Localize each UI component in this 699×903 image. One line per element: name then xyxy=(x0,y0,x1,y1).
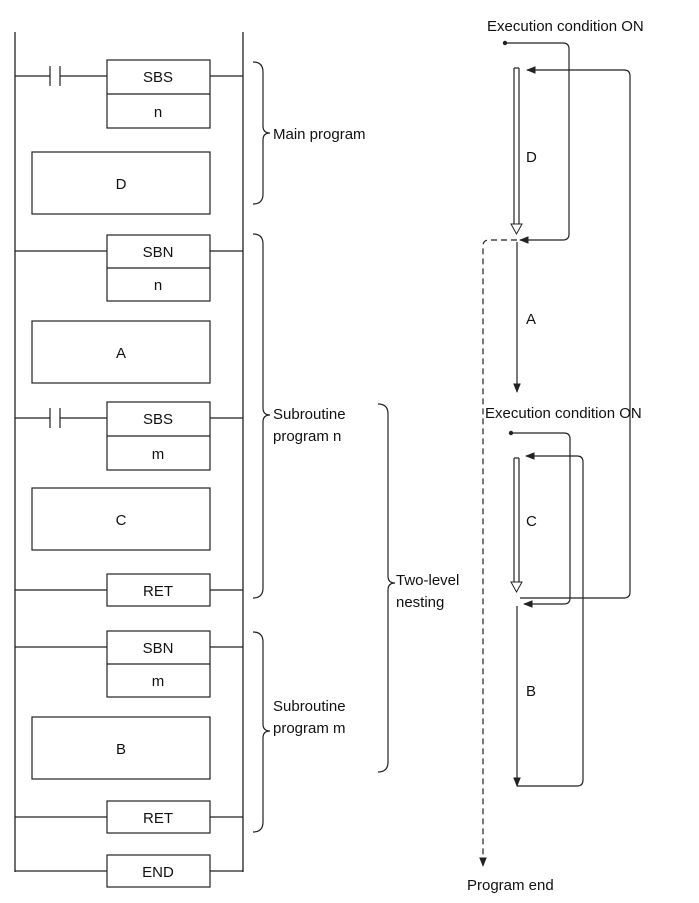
ladder-diagram: SBS n D SBN n A SBS xyxy=(14,32,244,888)
flow-b-label: B xyxy=(526,683,536,700)
brace-subroutine-n xyxy=(252,233,271,599)
brace-main-program-label: Main program xyxy=(273,126,366,143)
brace-subroutine-m-label-1: Subroutine xyxy=(273,698,346,715)
rung-end: END xyxy=(15,854,243,888)
flow-d-label: D xyxy=(526,149,537,166)
sbn-label: SBN xyxy=(143,640,174,657)
flow-a-label: A xyxy=(526,311,536,328)
contact-icon xyxy=(49,66,61,86)
brace-two-level-nesting xyxy=(377,403,396,773)
brace-two-level-nesting-label-1: Two-level xyxy=(396,572,459,589)
rung-sbn-m: SBN m xyxy=(15,630,243,698)
sbn-operand: n xyxy=(154,277,162,294)
end-label: END xyxy=(142,864,174,881)
ret-instruction-box xyxy=(106,800,211,834)
brace-subroutine-n-label-2: program n xyxy=(273,428,341,445)
flow-call-sub-m xyxy=(511,432,571,608)
program-block-c xyxy=(31,487,211,551)
brace-subroutine-m-label-2: program m xyxy=(273,720,346,737)
flow-call-sub-n xyxy=(505,42,570,244)
ret-label: RET xyxy=(143,810,173,827)
flow-c-open-arrow-icon xyxy=(510,581,523,594)
rung-ret-n: RET xyxy=(15,573,243,607)
execution-condition-mid-label: Execution condition ON xyxy=(485,405,642,422)
flow-program-dashed xyxy=(479,239,517,867)
program-block-b-label: B xyxy=(116,741,126,758)
program-block-b xyxy=(31,716,211,780)
flow-c-label: C xyxy=(526,513,537,530)
flow-return-outer xyxy=(520,66,631,599)
rung-sbn-n: SBN n xyxy=(15,234,243,302)
sbs-operand: n xyxy=(154,104,162,121)
rung-sub-n-sbs: SBS m xyxy=(15,401,243,471)
rung-ret-m: RET xyxy=(15,800,243,834)
sbs-label: SBS xyxy=(143,411,173,428)
brace-subroutine-n-label-1: Subroutine xyxy=(273,406,346,423)
program-block-c-label: C xyxy=(116,512,127,529)
rung-main-sbs: SBS n xyxy=(15,59,243,129)
sbs-label: SBS xyxy=(143,69,173,86)
program-block-d xyxy=(31,151,211,215)
sbs-operand: m xyxy=(152,446,165,463)
brace-two-level-nesting-label-2: nesting xyxy=(396,594,444,611)
sbn-operand: m xyxy=(152,673,165,690)
contact-icon xyxy=(49,408,61,428)
brace-main-program xyxy=(252,61,271,205)
program-block-d-label: D xyxy=(116,176,127,193)
braces: Main program Subroutine program n Subrou… xyxy=(252,61,459,833)
sbn-label: SBN xyxy=(143,244,174,261)
execution-condition-top-label: Execution condition ON xyxy=(487,18,644,35)
ret-label: RET xyxy=(143,583,173,600)
brace-subroutine-m xyxy=(252,631,271,833)
flow-d-open-arrow-icon xyxy=(510,223,523,236)
program-block-a-label: A xyxy=(116,345,126,362)
program-block-a xyxy=(31,320,211,384)
end-instruction-box xyxy=(106,854,211,888)
execution-flow: Execution condition ON D A Execution con… xyxy=(467,18,644,894)
program-end-label: Program end xyxy=(467,877,554,894)
flow-return-inner xyxy=(517,452,584,787)
